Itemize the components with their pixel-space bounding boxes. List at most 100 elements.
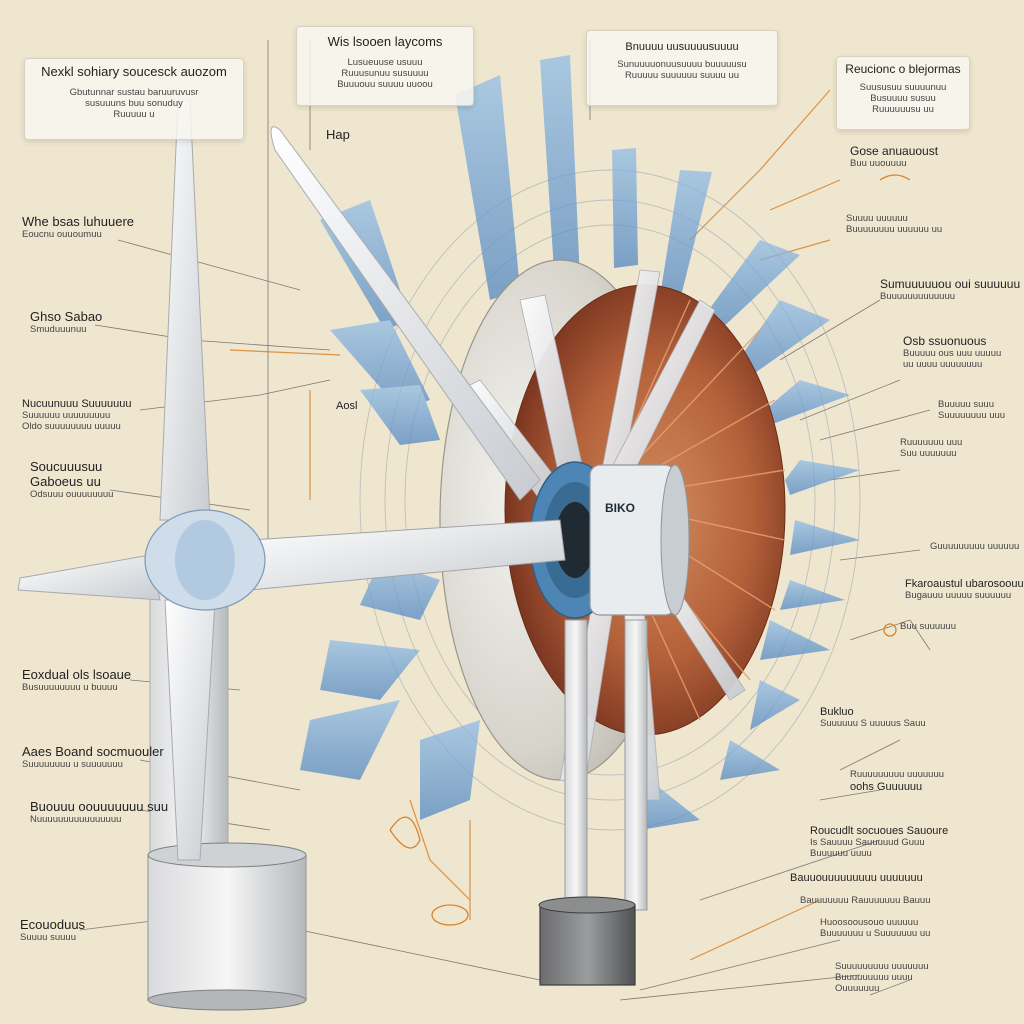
left-label: Buouuu oouuuuuuu suu Nuuuuuuuuuuuuuuuu (30, 799, 168, 826)
callout-box-4-line: Ruuuuuusu uu (872, 103, 934, 115)
callout-box-1-line: Gbutunnar sustau baruuruvusr (69, 86, 199, 98)
right-label-title: Roucudlt socuoues Sauoure (810, 825, 949, 837)
left-label: Whe bsas luhuuere Eoucnu ouuoumuu (22, 214, 135, 241)
pedestal-base (538, 896, 636, 986)
mid-label-title: Hap (326, 127, 350, 142)
callout-box-2-line: Lusueuuse usuuu (347, 56, 423, 68)
leader-lines-orange (229, 89, 841, 961)
right-label: Bukluo Suuuuuu S uuuuus Sauu (820, 706, 926, 730)
left-blade-nose (17, 554, 161, 601)
left-label-title: Aaes Boand socmuouler (22, 744, 164, 759)
right-label: Fkaroaustul ubarosoouu Bugauuu uuuuu suu… (905, 578, 1024, 602)
main-blade-upper (270, 126, 541, 501)
hub-label: BIKO (605, 501, 635, 515)
right-label-sub: Bugauuu uuuuu suuuuuu (905, 589, 1012, 601)
right-label-title: Buuuuu suuu (938, 399, 994, 410)
left-label-sub: Gaboeus uu (30, 473, 101, 489)
blue-vanes (300, 55, 860, 830)
left-label-title: Eoxdual ols lsoaue (22, 667, 132, 682)
right-label-sub: uu uuuu uuuuuuuu (903, 358, 983, 370)
right-label-sub: Ouuuuuuu (835, 982, 880, 994)
left-label: Ghso Sabao Smuduuunuu (30, 309, 102, 336)
left-label-title: Whe bsas luhuuere (22, 214, 135, 229)
right-label: Bauuuuuuu Rauuuuuuu Bauuu (800, 895, 931, 907)
right-label: Sumuuuuuou oui suuuuuu Buuuuuuuuuuuuu (880, 277, 1021, 303)
right-label-sub: Buuuuuuuuuuuuu (880, 290, 956, 302)
orange-sketches (389, 174, 911, 926)
right-label-sub: Buuuuuuu u Suuuuuuu uu (820, 927, 931, 939)
right-label-title: Suuuu uuuuuu (846, 213, 908, 224)
right-label: Guuuuuuuuu uuuuuu (930, 541, 1020, 553)
right-label: Roucudlt socuoues Sauoure Is Sauuuu Sauu… (810, 825, 948, 859)
right-label-title: Guuuuuuuuu uuuuuu (930, 541, 1020, 552)
pedestal-post-2 (624, 619, 648, 911)
left-label-sub: Smuduuunuu (30, 323, 87, 335)
callout-box-4-line: Busuuuu susuu (870, 92, 936, 104)
callout-box-4: Reucionc o blejormas Suususuu suuuunuu B… (836, 56, 970, 130)
mid-label: Aosl (336, 400, 357, 413)
right-label-sub: oohs Guuuuuu (850, 780, 923, 793)
mid-label: Hap (326, 127, 350, 143)
left-label: Aaes Boand socmuouler Suuuuuuuu u suuuuu… (22, 744, 164, 771)
rotor-rings (359, 169, 861, 831)
right-label-sub: Suuuuuuuu uuu (938, 409, 1006, 421)
right-label-title: Buu suuuuuu (900, 621, 956, 632)
tower-base (147, 842, 307, 1011)
right-label-title: Ruuuuuuuuu uuuuuuu (850, 769, 945, 780)
left-label-sub: Eoucnu ouuoumuu (22, 228, 102, 240)
left-label-sub: Oldo suuuuuuuu uuuuu (22, 420, 121, 432)
right-label: Suuuu uuuuuu Buuuuuuuu uuuuuu uu (846, 213, 943, 236)
right-label-title: Gose anuauoust (850, 144, 939, 158)
left-label: Ecouoduus Suuuu suuuu (20, 917, 86, 944)
left-label: Nucuunuuu Suuuuuuu Suuuuuu uuuuuuuuu Old… (22, 398, 131, 432)
left-label-sub: Odsuuu ouuuuuuuu (30, 488, 114, 500)
callout-box-2-line: Ruuusunuu susuuuu (341, 67, 429, 79)
right-label: Osb ssuonuous Buuuuu ous uuu uuuuu uu uu… (903, 334, 1002, 371)
callout-box-3-line: Sunuuuuonuusuuuu buuuuusu (617, 58, 747, 70)
right-label-title: Suuuuuuuuu uuuuuuu (835, 961, 929, 972)
right-label: Bauuouuuuuuuuu uuuuuuu (790, 872, 923, 885)
left-label-sub: Nuuuuuuuuuuuuuuuu (30, 813, 122, 825)
callout-box-2-line: Buuuouu suuuu uuoou (337, 78, 433, 90)
left-label-sub: Suuuu suuuu (20, 931, 76, 943)
right-label: Ruuuuuuu uuu Suu uuuuuuu (900, 437, 963, 460)
left-label: Eoxdual ols lsoaue Busuuuuuuuu u buuuu (22, 667, 132, 694)
right-label-sub: Buu uuouuuu (850, 157, 907, 169)
right-label: Buuuuu suuu Suuuuuuuu uuu (938, 399, 1006, 422)
callout-box-3-line: Ruuuuu suuuuuu suuuu uu (624, 69, 740, 81)
right-label-sub: Buuuuuu uuuu (810, 847, 872, 859)
callout-box-2: Wis lsooen laycoms Lusueuuse usuuu Ruuus… (296, 26, 474, 106)
right-label-title: Fkaroaustul ubarosoouu (905, 578, 1024, 590)
right-label-sub: Is Sauuuu Sauuuuud Guuu (810, 836, 925, 848)
left-blade-top (159, 99, 211, 521)
right-label-title: Huoosoousouo uuuuuu (820, 917, 919, 928)
left-label-title: Soucuuusuu (30, 459, 103, 474)
right-label-sub: Buuuuuuuuu uuuu (835, 971, 913, 983)
right-label-sub: Buuuuu ous uuu uuuuu (903, 347, 1002, 359)
right-label-sub: Suuuuuu S uuuuus Sauu (820, 717, 926, 729)
left-label-sub: Suuuuuu uuuuuuuuu (22, 409, 111, 421)
right-label-sub: Suu uuuuuuu (900, 447, 957, 459)
right-label-title: Bauuuuuuu Rauuuuuuu Bauuu (800, 895, 931, 906)
callout-box-1-title: Nexkl sohiary soucesck auozom (41, 64, 227, 79)
right-label-title: Ruuuuuuu uuu (900, 437, 963, 448)
left-label-title: Nucuunuuu Suuuuuuu (22, 398, 132, 410)
right-label: Buu suuuuuu (900, 621, 956, 633)
left-label-sub: Busuuuuuuuu u buuuu (22, 681, 118, 693)
left-label-title: Ecouoduus (20, 917, 86, 932)
callout-box-4-line: Suususuu suuuunuu (859, 81, 947, 93)
mid-label-title: Aosl (336, 400, 358, 412)
right-label-sub: Buuuuuuuu uuuuuu uu (846, 223, 943, 235)
callout-box-1-line: Ruuuuu u (113, 108, 155, 120)
callout-box-3: Bnuuuu uusuuuusuuuu Sunuuuuonuusuuuu buu… (586, 30, 778, 106)
left-label-sub: Suuuuuuuu u suuuuuuu (22, 758, 123, 770)
callout-box-2-title: Wis lsooen laycoms (327, 34, 443, 49)
callout-box-1-line: susuuuns buu sonuduy (85, 97, 183, 109)
callout-box-4-title: Reucionc o blejormas (845, 62, 961, 76)
left-label: Soucuuusuu Gaboeus uu Odsuuu ouuuuuuuu (30, 459, 114, 501)
right-label: Suuuuuuuuu uuuuuuu Buuuuuuuuu uuuu Ouuuu… (835, 961, 929, 995)
callout-box-3-title: Bnuuuu uusuuuusuuuu (625, 41, 739, 53)
right-label-title: Sumuuuuuou oui suuuuuu (880, 277, 1021, 291)
right-label: Gose anuauoust Buu uuouuuu (850, 144, 939, 170)
